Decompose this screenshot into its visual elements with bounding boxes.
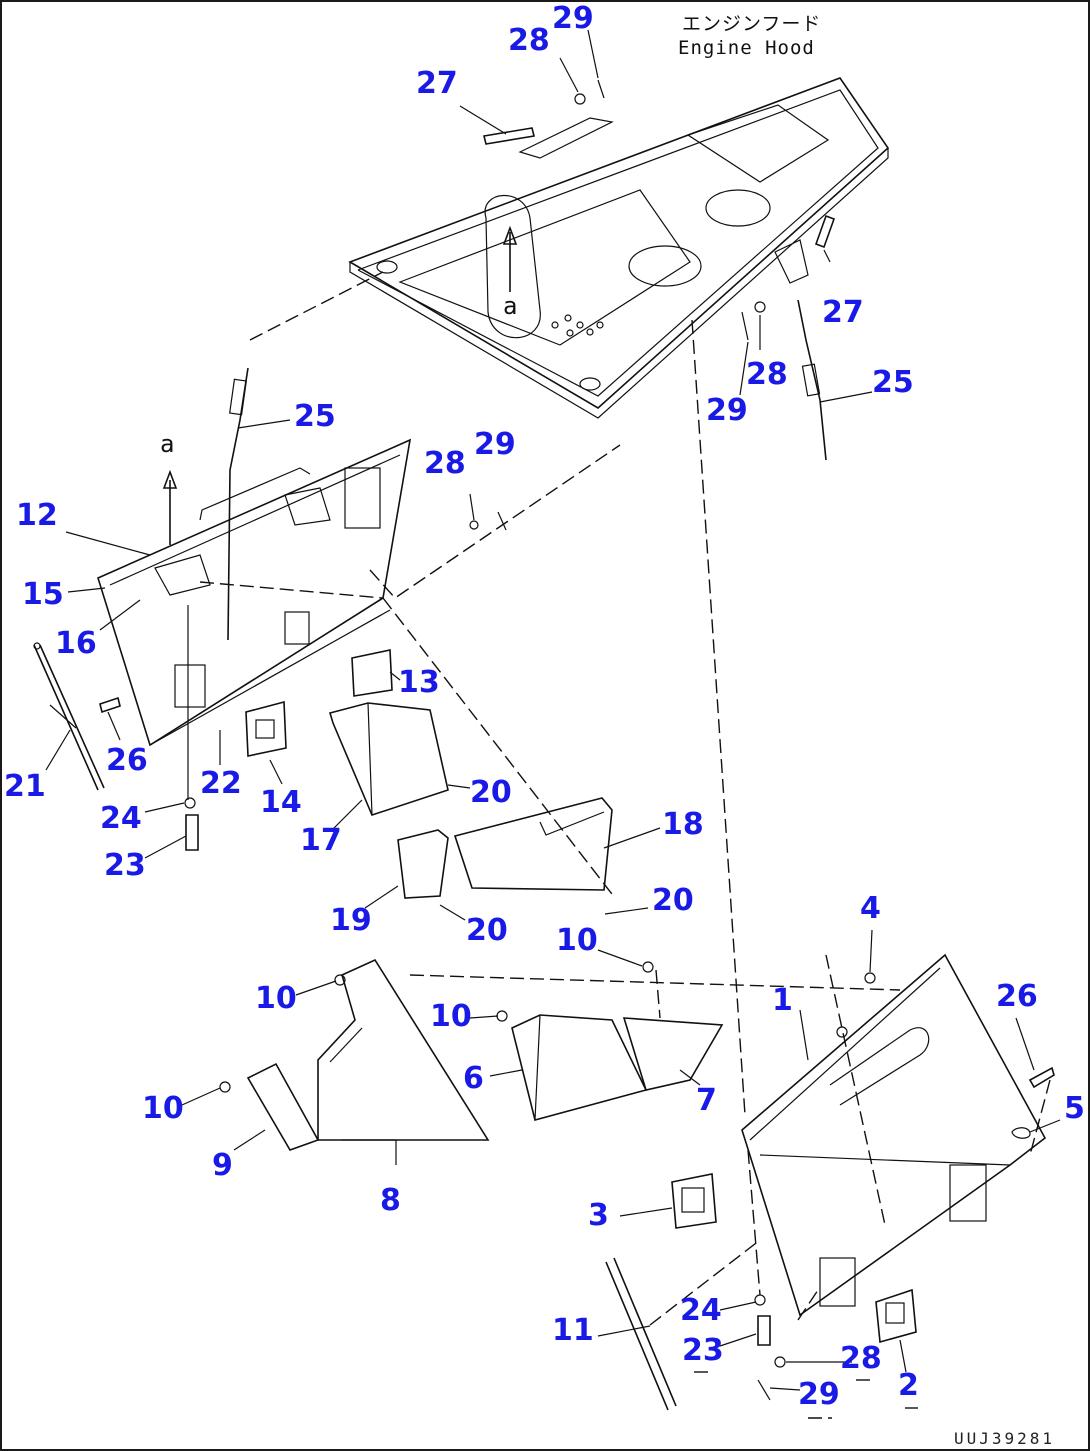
- callout-14: 14: [260, 785, 302, 820]
- engine-hood-caption-jp: エンジンフード: [682, 13, 821, 35]
- callout-10-c: 10: [142, 1091, 184, 1126]
- engine-hood-part: [348, 77, 890, 419]
- callout-29-d: 29: [798, 1377, 840, 1412]
- gas-spring-25-right: [797, 299, 827, 461]
- callout-24-a: 24: [100, 801, 142, 836]
- callout-4: 4: [860, 891, 881, 926]
- callout-11: 11: [552, 1313, 594, 1348]
- duct-8: [317, 958, 490, 1141]
- cover-panel-12: [97, 438, 412, 747]
- plate-3: [671, 1173, 717, 1229]
- callout-7: 7: [696, 1083, 717, 1118]
- view-marker-hood: a: [503, 292, 518, 320]
- callout-13: 13: [398, 665, 440, 700]
- view-a-arrow-left: [162, 469, 178, 545]
- bolt-26-left: [99, 696, 121, 714]
- view-marker-left: a: [160, 430, 175, 458]
- bolt-27-upper: [483, 127, 535, 145]
- callout-28-a: 28: [508, 23, 550, 58]
- drawing-code: UUJ39281: [954, 1429, 1055, 1448]
- callout-10-d: 10: [556, 923, 598, 958]
- latch-2: [875, 1288, 917, 1344]
- callout-29-c: 29: [474, 427, 516, 462]
- callout-28-c: 28: [424, 446, 466, 481]
- callout-20-b: 20: [466, 913, 508, 948]
- callout-27-b: 27: [822, 295, 864, 330]
- callout-28-d: 28: [840, 1341, 882, 1376]
- view-a-arrow: [502, 225, 518, 292]
- callout-10-b: 10: [430, 999, 472, 1034]
- duct-6: [511, 1014, 648, 1121]
- duct-7: [622, 1017, 724, 1091]
- callout-16: 16: [55, 626, 97, 661]
- callout-19: 19: [330, 903, 372, 938]
- callout-10-a: 10: [255, 981, 297, 1016]
- bolt-27-right: [814, 214, 836, 249]
- callout-25-b: 25: [872, 365, 914, 400]
- callout-29-a: 29: [552, 1, 594, 36]
- callout-5: 5: [1064, 1091, 1085, 1126]
- engine-hood-caption-en: Engine Hood: [678, 37, 815, 59]
- callout-26-b: 26: [996, 979, 1038, 1014]
- callout-3: 3: [588, 1198, 609, 1233]
- callout-23-a: 23: [104, 848, 146, 883]
- bolt-23-left: [185, 814, 199, 851]
- callout-22: 22: [200, 766, 242, 801]
- callout-12: 12: [16, 498, 58, 533]
- gas-spring-25-left: [227, 367, 249, 641]
- callout-28-b: 28: [746, 357, 788, 392]
- callout-18: 18: [662, 807, 704, 842]
- side-panel-1: [741, 953, 1047, 1317]
- callout-21: 21: [4, 769, 46, 804]
- view-a-arrow-outline: [484, 194, 541, 339]
- callout-9: 9: [212, 1148, 233, 1183]
- duct-17: [328, 702, 449, 816]
- rod-21: [33, 644, 105, 791]
- callout-1: 1: [772, 983, 793, 1018]
- duct-19: [397, 829, 449, 899]
- block-9: [246, 1062, 320, 1151]
- callout-20-a: 20: [470, 775, 512, 810]
- callout-24-b: 24: [680, 1293, 722, 1328]
- latch-13: [351, 649, 393, 697]
- callout-15: 15: [22, 577, 64, 612]
- latch-14: [245, 700, 287, 757]
- duct-18: [453, 797, 613, 891]
- callout-27-a: 27: [416, 66, 458, 101]
- callout-17: 17: [300, 823, 342, 858]
- callout-2: 2: [898, 1368, 919, 1403]
- callout-25-a: 25: [294, 399, 336, 434]
- callout-23-b: 23: [682, 1333, 724, 1368]
- callout-8: 8: [380, 1183, 401, 1218]
- callout-29-b: 29: [706, 393, 748, 428]
- strip-11: [605, 1257, 677, 1411]
- callout-26-a: 26: [106, 743, 148, 778]
- callout-6: 6: [463, 1061, 484, 1096]
- callout-20-c: 20: [652, 883, 694, 918]
